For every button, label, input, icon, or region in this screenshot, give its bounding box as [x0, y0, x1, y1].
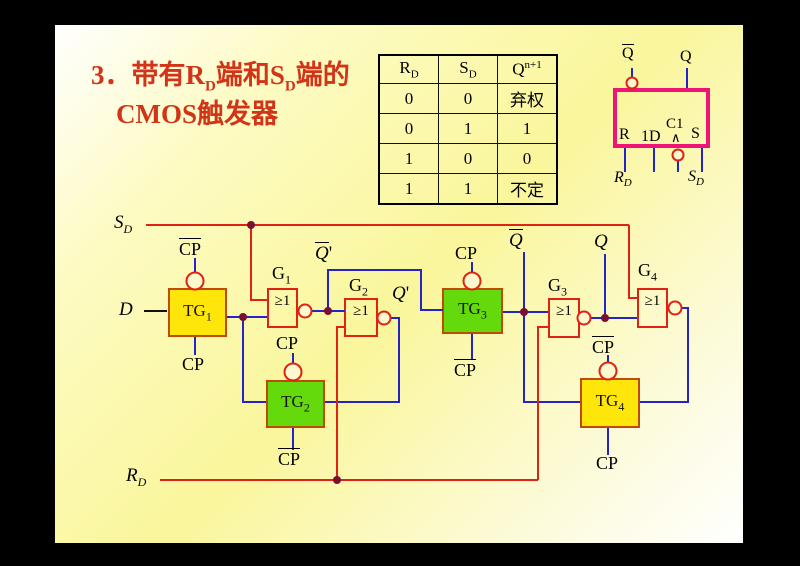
gate3-name-label: G3 [548, 275, 567, 299]
table-row: 0 0 弃权 [378, 83, 558, 114]
tg3-cp-label: CP [455, 243, 478, 263]
table-cell: 1 [378, 143, 439, 174]
ff-dynamic-clock-caret-icon: ∧ [671, 130, 681, 145]
tg4-cp-label: CP [596, 453, 619, 473]
table-cell: 1 [438, 113, 498, 144]
rd-input-label: RD [126, 465, 147, 489]
table-cell: 0 [438, 143, 498, 174]
ff-s-pin-label: S [691, 125, 700, 142]
transmission-gate-3: TG3 [442, 288, 503, 334]
tg1-cp-label: CP [182, 354, 205, 374]
nor-gate-1: ≥1 [267, 288, 298, 328]
qbar-output-label: Q [509, 229, 523, 251]
tg3-cpbar-label: CP [454, 359, 477, 380]
table-cell: 1 [438, 173, 498, 205]
page-title-line2: CMOS触发器 [116, 99, 278, 129]
nor-gate-3: ≥1 [548, 298, 580, 338]
truth-table-header-row: RD SD Qn+1 [378, 54, 558, 84]
ff-sd-label: SD [688, 168, 704, 189]
q-output-label: Q [594, 231, 608, 252]
table-cell: 1 [497, 113, 558, 144]
ff-1d-pin-label: 1D [641, 128, 661, 145]
ff-q-label: Q [680, 48, 692, 65]
table-row: 1 1 不定 [378, 173, 558, 205]
table-row: 0 1 1 [378, 113, 558, 144]
table-cell: 1 [378, 173, 439, 205]
tg4-cpbar-label: CP [592, 336, 615, 357]
page-title-line1: 3．带有RD端和SD端的 [91, 60, 350, 95]
table-cell: 0 [438, 83, 498, 114]
nor-gate-2: ≥1 [344, 298, 378, 337]
transmission-gate-2: TG2 [266, 380, 325, 428]
gate2-name-label: G2 [349, 275, 368, 299]
q-prime-label: Q' [392, 283, 410, 304]
truth-table-header-qn1: Qn+1 [497, 54, 558, 84]
transmission-gate-1: TG1 [168, 288, 227, 337]
transmission-gate-4: TG4 [580, 378, 640, 428]
tg2-cp-label: CP [276, 333, 299, 353]
truth-table-header-rd: RD [378, 54, 439, 84]
qbar-prime-label: Q' [315, 242, 333, 264]
sd-input-label: SD [114, 212, 133, 236]
truth-table-header-sd: SD [438, 54, 498, 84]
table-cell: 0 [378, 83, 439, 114]
ff-rd-label: RD [614, 169, 632, 190]
truth-table: RD SD Qn+1 0 0 弃权 0 1 1 1 0 0 1 1 不定 [378, 54, 558, 205]
table-cell: 0 [378, 113, 439, 144]
tg1-cpbar-label: CP [179, 238, 202, 259]
table-cell: 0 [497, 143, 558, 174]
table-row: 1 0 0 [378, 143, 558, 174]
table-cell: 弃权 [497, 83, 558, 114]
d-input-label: D [119, 299, 133, 320]
tg2-cpbar-label: CP [278, 448, 301, 469]
gate1-name-label: G1 [272, 263, 291, 287]
ff-r-pin-label: R [619, 126, 630, 143]
ff-qbar-label: Q [622, 44, 634, 62]
table-cell: 不定 [497, 173, 558, 205]
nor-gate-4: ≥1 [637, 288, 668, 328]
gate4-name-label: G4 [638, 260, 657, 284]
